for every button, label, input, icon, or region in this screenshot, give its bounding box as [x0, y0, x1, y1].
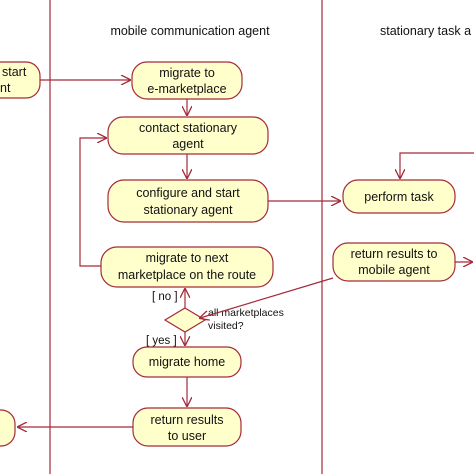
- node-perform-task-label: perform task: [364, 190, 434, 204]
- node-start-left-label-1: start: [2, 65, 27, 79]
- node-left-bottom: [0, 409, 16, 447]
- node-contact-stationary-label-2: agent: [172, 137, 204, 151]
- node-configure-start-label-1: configure and start: [136, 186, 240, 200]
- lane-title-stationary: stationary task a: [380, 24, 471, 38]
- edge-return-to-mobile: [200, 277, 334, 318]
- node-migrate-marketplace-label-2: e-marketplace: [147, 82, 226, 96]
- node-configure-start-label-2: stationary agent: [144, 203, 233, 217]
- guard-yes: [ yes ]: [146, 335, 177, 347]
- node-migrate-home-label: migrate home: [149, 355, 225, 369]
- node-return-mobile-label-2: mobile agent: [358, 263, 430, 277]
- node-perform-task: [342, 179, 456, 214]
- node-return-user-label-2: to user: [168, 429, 206, 443]
- node-migrate-next: [100, 246, 274, 288]
- decision-diamond: [163, 307, 207, 333]
- edge-perform-from-right: [400, 152, 474, 178]
- node-contact-stationary: [107, 116, 269, 155]
- decision-question-1: all marketplaces: [208, 307, 284, 319]
- node-contact-stationary-label-1: contact stationary: [139, 121, 238, 135]
- node-migrate-marketplace-label-1: migrate to: [159, 66, 215, 80]
- node-return-user-label-1: return results: [151, 413, 224, 427]
- node-return-mobile-label-1: return results to: [351, 247, 438, 261]
- decision-question-2: visited?: [208, 320, 244, 332]
- node-start-left-label-2: nt: [0, 81, 11, 95]
- node-migrate-next-label-1: migrate to next: [146, 251, 229, 265]
- edge-next-loop-back: [79, 138, 106, 267]
- node-migrate-next-label-2: marketplace on the route: [118, 268, 256, 282]
- guard-no: [ no ]: [152, 291, 178, 303]
- lane-title-mobile: mobile communication agent: [110, 24, 270, 38]
